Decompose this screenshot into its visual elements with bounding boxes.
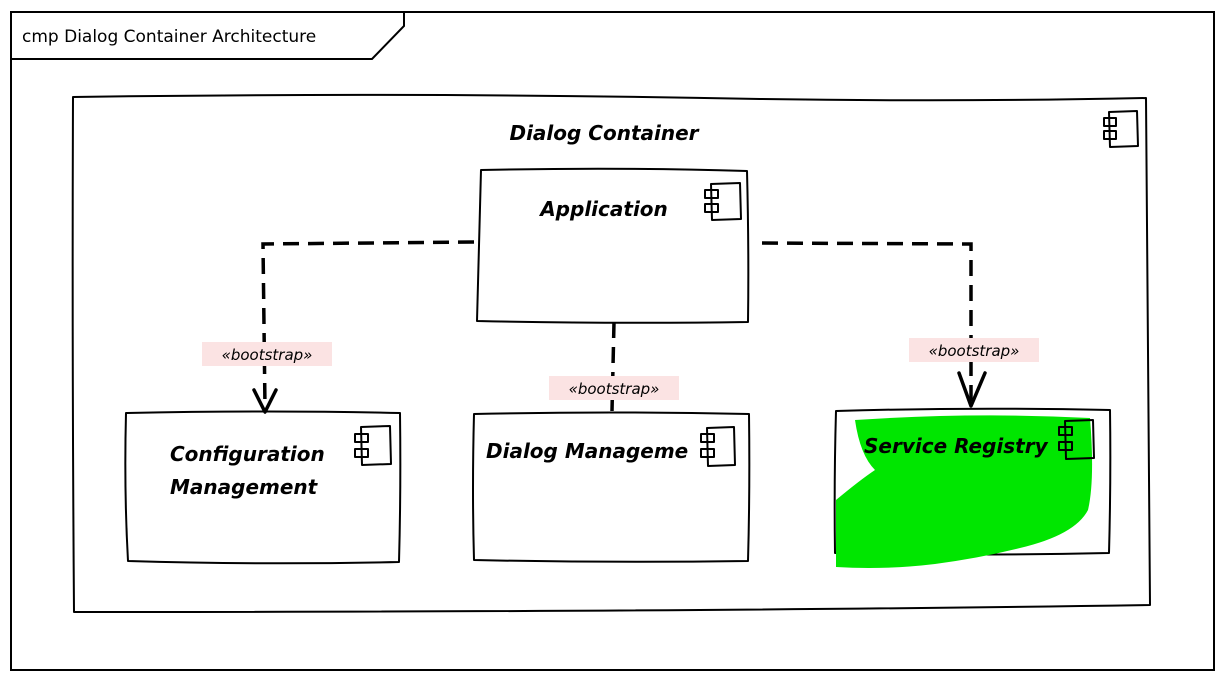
dialog-container-name: Dialog Container <box>509 121 699 145</box>
stereotype-label-bg <box>549 376 679 400</box>
application-component[interactable] <box>476 167 750 324</box>
component-icon <box>1058 419 1095 460</box>
configuration-management-component[interactable] <box>124 410 402 565</box>
frame-title: cmp Dialog Container Architecture <box>22 27 316 47</box>
frame-title-tab <box>11 11 405 60</box>
component-icon <box>354 425 392 466</box>
arrowhead-configuration <box>252 388 278 414</box>
dialog-management-component[interactable] <box>472 411 751 563</box>
configuration-management-name-line2: Management <box>170 475 319 499</box>
dialog-container-box <box>71 93 1151 613</box>
bootstrap-label-dialog-management: «bootstrap» <box>569 380 660 398</box>
application-name: Application <box>538 197 668 221</box>
stereotype-label-bg <box>909 338 1039 362</box>
configuration-management-name-line1: Configuration <box>170 442 325 466</box>
bootstrap-label-configuration: «bootstrap» <box>222 346 313 364</box>
component-icon <box>700 426 736 467</box>
arrowhead-service-registry <box>957 371 987 408</box>
component-icon <box>704 182 742 221</box>
stereotype-label-bg <box>202 342 332 366</box>
service-registry-name: Service Registry <box>864 434 1049 458</box>
bootstrap-dependency-to-service-registry[interactable] <box>761 241 973 405</box>
diagram-frame <box>10 11 1215 671</box>
service-registry-highlight <box>836 415 1093 568</box>
bootstrap-dependency-to-configuration[interactable] <box>261 240 475 409</box>
dialog-management-name: Dialog Manageme <box>486 439 688 463</box>
service-registry-component[interactable] <box>833 407 1112 556</box>
bootstrap-dependency-to-dialog-management[interactable] <box>610 321 616 412</box>
component-icon <box>1103 110 1139 148</box>
bootstrap-label-service-registry: «bootstrap» <box>929 342 1020 360</box>
